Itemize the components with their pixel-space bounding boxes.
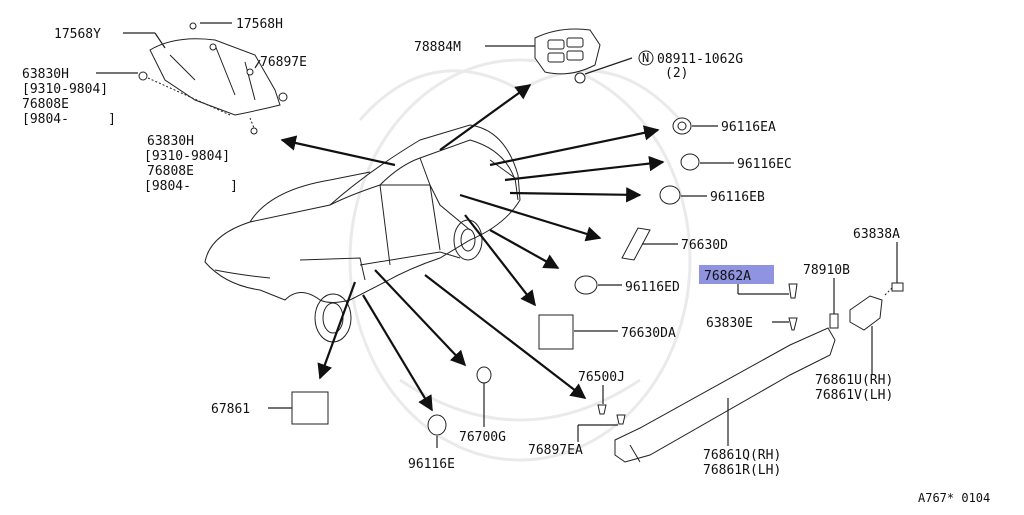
part-76630DA-pad <box>538 314 574 350</box>
part-76700G-plug <box>476 366 492 384</box>
part-17568Y-cover <box>149 22 288 116</box>
label-96116ED[interactable]: 96116ED <box>625 280 680 295</box>
part-63830H-clip-a <box>138 71 148 81</box>
label-76897E[interactable]: 76897E <box>260 55 307 70</box>
arrow-to-78884M <box>439 84 532 151</box>
label-76808E-a[interactable]: 76808E <box>22 97 69 112</box>
leader-lines <box>96 22 898 448</box>
label-96116EC[interactable]: 96116EC <box>737 157 792 172</box>
label-96116EB[interactable]: 96116EB <box>710 190 765 205</box>
label-76862A[interactable]: 76862A <box>704 269 751 284</box>
label-76500J[interactable]: 76500J <box>578 370 625 385</box>
part-76861Q-side-sill <box>614 327 836 463</box>
label-08911-qty: (2) <box>665 66 688 81</box>
part-78910B-bracket <box>829 313 839 329</box>
part-labels: 17568Y 17568H 63830H [9310-9804] 76808E … <box>22 17 990 505</box>
label-78910B[interactable]: 78910B <box>803 263 850 278</box>
car-body-outline <box>204 124 521 343</box>
arrow-to-76700G <box>374 269 467 367</box>
arrow-to-96116E <box>362 294 433 412</box>
label-08911-1062G[interactable]: 08911-1062G <box>657 52 743 67</box>
label-76897EA[interactable]: 76897EA <box>528 443 583 458</box>
part-96116E-plug <box>427 414 447 436</box>
label-96116EA[interactable]: 96116EA <box>721 120 776 135</box>
part-78884M-vent <box>534 28 601 75</box>
label-17568Y[interactable]: 17568Y <box>54 27 101 42</box>
label-76861Q[interactable]: 76861Q(RH) <box>703 448 781 463</box>
label-63830H-b-range: [9310-9804] <box>144 149 230 164</box>
label-76808E-b-range: [9804- ] <box>144 179 238 194</box>
arrow-to-96116EA <box>489 125 660 167</box>
highlight-76862A <box>699 265 774 284</box>
arrow-to-76897EA <box>424 274 587 399</box>
label-76861V[interactable]: 76861V(LH) <box>815 388 893 403</box>
arrow-to-67861 <box>317 281 357 380</box>
arrow-to-76630D <box>459 193 602 242</box>
part-67861-pad <box>291 391 329 425</box>
part-76630D-strip <box>621 227 651 261</box>
part-63830E-clip <box>788 317 798 331</box>
arrow-to-96116EB <box>509 187 642 203</box>
label-63830H-a-range: [9310-9804] <box>22 82 108 97</box>
label-76808E-b[interactable]: 76808E <box>147 164 194 179</box>
part-96116EB-plug <box>659 185 681 205</box>
label-76861U[interactable]: 76861U(RH) <box>815 373 893 388</box>
n-symbol-circle <box>638 50 654 66</box>
part-63830H-clip-b <box>250 127 258 135</box>
callout-arrows <box>280 84 665 412</box>
arrow-to-96116EC <box>504 155 665 182</box>
label-63830H-b[interactable]: 63830H <box>147 134 194 149</box>
watermark-emblem <box>348 58 692 462</box>
arrow-to-76630DA <box>464 214 536 307</box>
label-76861R[interactable]: 76861R(LH) <box>703 463 781 478</box>
label-17568H[interactable]: 17568H <box>236 17 283 32</box>
diagram-code: A767* 0104 <box>918 491 990 505</box>
label-08911-symbol: N <box>642 51 649 65</box>
arrow-to-17568Y <box>280 135 396 167</box>
part-76500J-clip <box>597 404 607 415</box>
part-08911-screw <box>574 72 586 84</box>
part-76897EA-clip <box>616 414 626 425</box>
label-67861[interactable]: 67861 <box>211 402 250 417</box>
label-78884M[interactable]: 78884M <box>414 40 461 55</box>
part-76861U-bracket <box>849 295 883 331</box>
part-96116ED-plug <box>574 275 598 295</box>
arrow-to-96116ED <box>489 229 560 269</box>
label-76700G[interactable]: 76700G <box>459 430 506 445</box>
part-63838A-bolt <box>891 282 904 292</box>
part-96116EC-plug <box>680 153 700 171</box>
label-63830E[interactable]: 63830E <box>706 316 753 331</box>
label-63830H-a[interactable]: 63830H <box>22 67 69 82</box>
part-76862A-screw <box>788 283 798 299</box>
label-96116E[interactable]: 96116E <box>408 457 455 472</box>
label-76630DA[interactable]: 76630DA <box>621 326 676 341</box>
label-76808E-a-range: [9804- ] <box>22 112 116 127</box>
label-63838A[interactable]: 63838A <box>853 227 900 242</box>
label-76630D[interactable]: 76630D <box>681 238 728 253</box>
